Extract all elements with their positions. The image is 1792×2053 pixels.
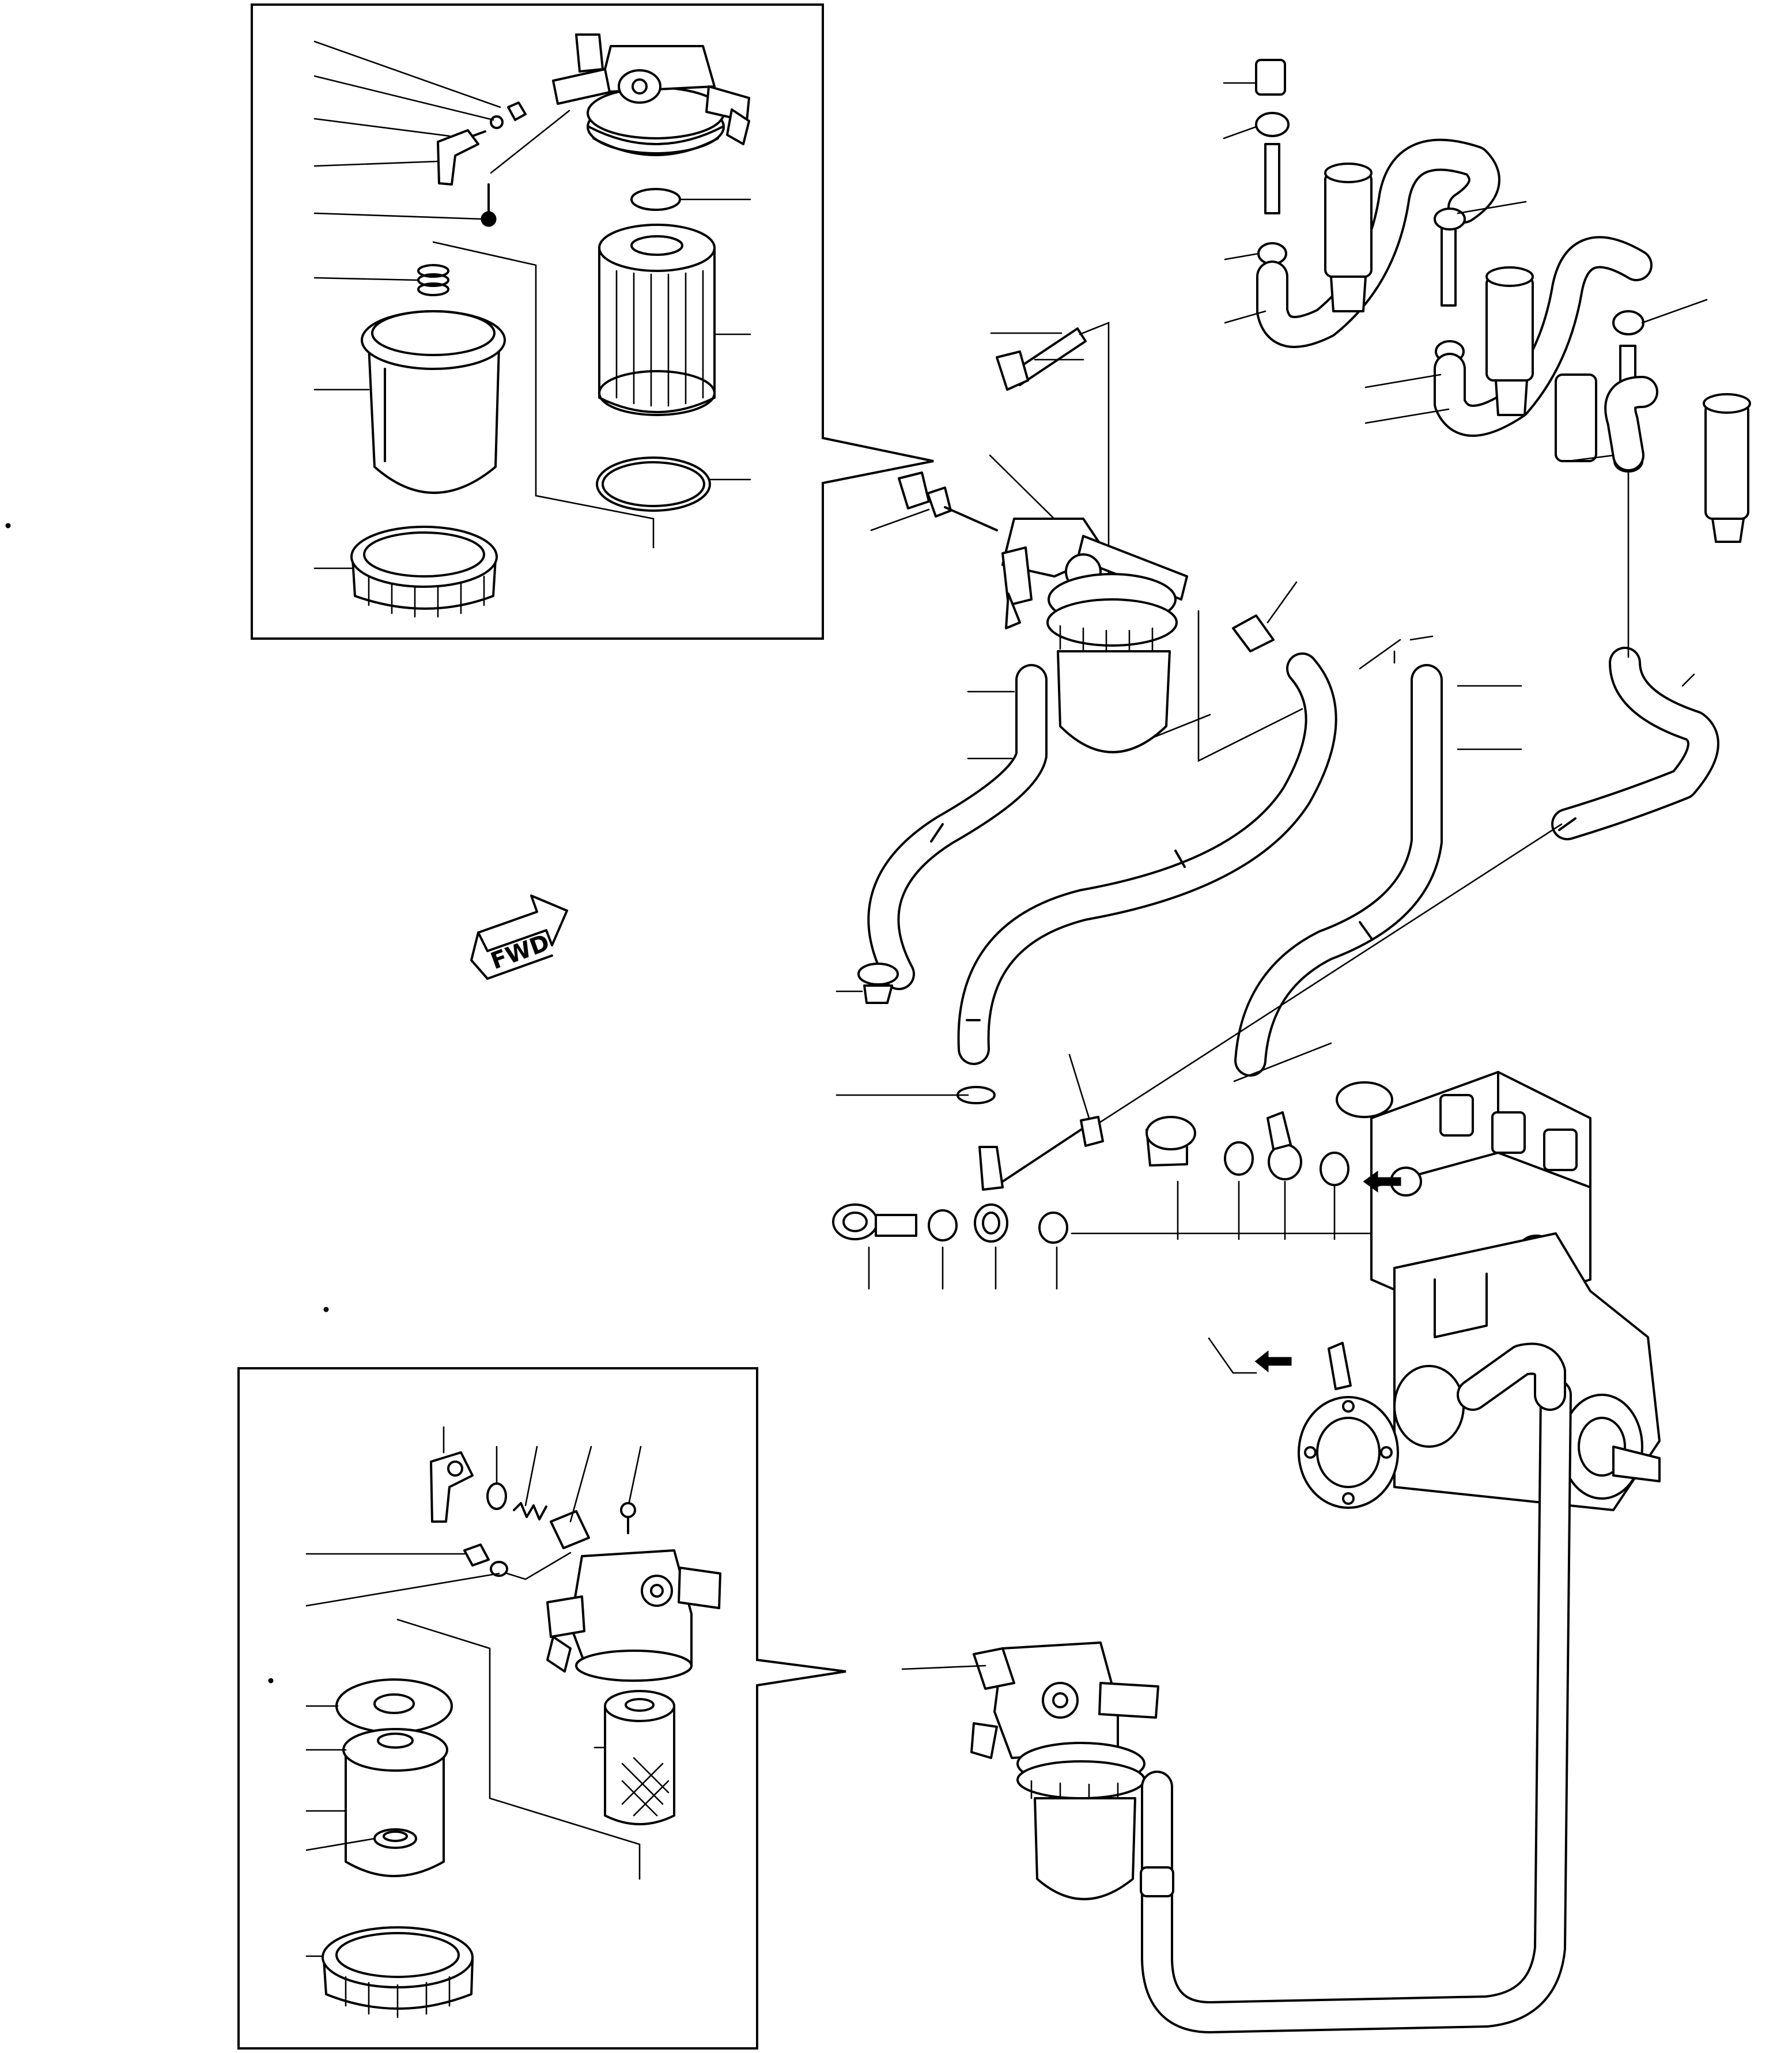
lower-filter-bowl-icon [1034, 1797, 1136, 1900]
injector-3-icon [1555, 373, 1597, 462]
bowl-bottom-icon [335, 1678, 453, 1877]
injector-1-icon [1324, 172, 1373, 278]
plug-bottom-icon [463, 1543, 490, 1567]
stray-dot [323, 1307, 329, 1312]
check-valve-icon [550, 1510, 590, 1549]
fuel-hoses [867, 635, 1719, 1134]
injection-pump [1208, 1071, 1661, 1511]
hose-overflow [1234, 664, 1443, 1077]
inset-top-left [251, 3, 934, 640]
hose-leakoff [1551, 647, 1719, 840]
injector-2-icon [1485, 276, 1534, 382]
fwd-arrow: FWD [470, 895, 568, 980]
leader-lines-inset-top [313, 40, 751, 569]
inset-bottom-left [237, 1367, 846, 2050]
clamp-1-icon [1255, 112, 1290, 137]
clamp-2-icon [1434, 207, 1466, 231]
pump-flange-icon [1298, 1396, 1399, 1509]
delivery-valve-1-icon [1439, 1094, 1474, 1137]
o-ring-large-icon [596, 456, 711, 512]
delivery-valve-3-icon [1543, 1129, 1578, 1171]
clamp-hose-end-icon [857, 963, 899, 986]
spring-bottom-icon [513, 1502, 547, 1520]
lower-fuel-filter [901, 1641, 1159, 1900]
hose-feed-to-pump [867, 664, 1048, 990]
inset-top-frame [251, 3, 934, 640]
filter-head-bottom-icon [546, 1549, 721, 1682]
bowl-top-icon [361, 310, 506, 494]
cap-icon [1255, 59, 1286, 96]
washer-1-icon [928, 1209, 958, 1241]
injector-4-icon [1704, 402, 1749, 520]
hose-return-upper [957, 652, 1337, 1065]
o-ring-upper-icon [630, 188, 681, 211]
main-fuel-filter [870, 322, 1303, 763]
banjo-bolt-lower-icon [832, 1203, 917, 1240]
banjo-fittings [832, 963, 1373, 1290]
clamp-3-icon [1612, 310, 1644, 335]
filter-head-top [552, 33, 750, 156]
injector-pipes [1223, 59, 1751, 658]
bleed-screw-bottom-icon [620, 1502, 636, 1518]
washer-2-icon [1038, 1212, 1068, 1244]
clip-icon [927, 486, 952, 518]
stray-dot [268, 1678, 274, 1684]
washer-3-icon [1224, 1141, 1254, 1176]
o-ring-bottom-icon [486, 1482, 507, 1510]
spring-icon [417, 264, 449, 296]
lever-icon [437, 129, 479, 186]
ring-nut-top-icon [350, 526, 498, 618]
washer-4-icon [1320, 1152, 1349, 1186]
delivery-valve-2-icon [1491, 1111, 1526, 1154]
ring-nut-bottom-icon [322, 1926, 474, 2018]
banjo-ring-icon [974, 1203, 1008, 1243]
filter-element-bottom-icon [604, 1690, 675, 1825]
filter-element-top-icon [598, 224, 716, 416]
hose-lower-return [1140, 1342, 1572, 2033]
plug-icon [507, 101, 527, 121]
inset-bottom-frame [237, 1367, 846, 2050]
stray-dot [5, 523, 11, 529]
hose-clamp-filter-icon [1232, 614, 1275, 652]
bleed-screw-icon [481, 211, 497, 227]
o-ring-small-icon [490, 115, 504, 129]
leader-lines-inset-bottom [305, 1426, 642, 1957]
leader-lines-injectors [1223, 82, 1708, 462]
